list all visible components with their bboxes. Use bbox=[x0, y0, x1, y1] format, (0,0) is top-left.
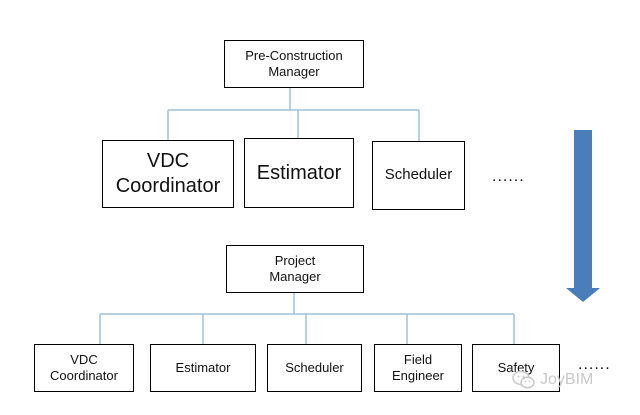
top-vdc-coordinator-box: VDC Coordinator bbox=[102, 140, 234, 208]
watermark-text: JoyBIM bbox=[540, 371, 594, 388]
bottom-estimator-label: Estimator bbox=[175, 359, 231, 375]
top-estimator-box: Estimator bbox=[244, 138, 354, 208]
top-estimator-label: Estimator bbox=[256, 161, 342, 184]
top-ellipsis: ...... bbox=[492, 168, 525, 185]
bottom-safety-label: Safety bbox=[497, 359, 535, 375]
bottom-scheduler-box: Scheduler bbox=[267, 344, 362, 392]
pre-construction-manager-box: Pre-Construction Manager bbox=[224, 40, 364, 88]
top-scheduler-label: Scheduler bbox=[384, 166, 453, 184]
wechat-logo-icon bbox=[512, 370, 536, 390]
top-vdc-coordinator-label: VDC Coordinator bbox=[115, 150, 221, 197]
bottom-estimator-box: Estimator bbox=[150, 344, 256, 392]
bottom-field-engineer-label: Field Engineer bbox=[391, 351, 445, 383]
project-manager-box: Project Manager bbox=[226, 245, 364, 293]
pre-construction-manager-label: Pre-Construction Manager bbox=[245, 47, 343, 79]
bottom-vdc-coordinator-box: VDC Coordinator bbox=[34, 344, 134, 392]
top-scheduler-box: Scheduler bbox=[372, 141, 465, 210]
bottom-scheduler-label: Scheduler bbox=[285, 359, 344, 375]
bottom-safety-box: Safety bbox=[472, 344, 560, 392]
watermark: JoyBIM bbox=[512, 370, 593, 390]
project-manager-label: Project Manager bbox=[269, 252, 321, 284]
bottom-tree-connectors bbox=[99, 293, 515, 344]
top-tree-connectors bbox=[167, 88, 420, 141]
bottom-ellipsis: ...... bbox=[578, 356, 611, 373]
bottom-vdc-coordinator-label: VDC Coordinator bbox=[50, 351, 118, 383]
down-arrow-icon bbox=[566, 130, 600, 302]
bottom-field-engineer-box: Field Engineer bbox=[374, 344, 462, 392]
